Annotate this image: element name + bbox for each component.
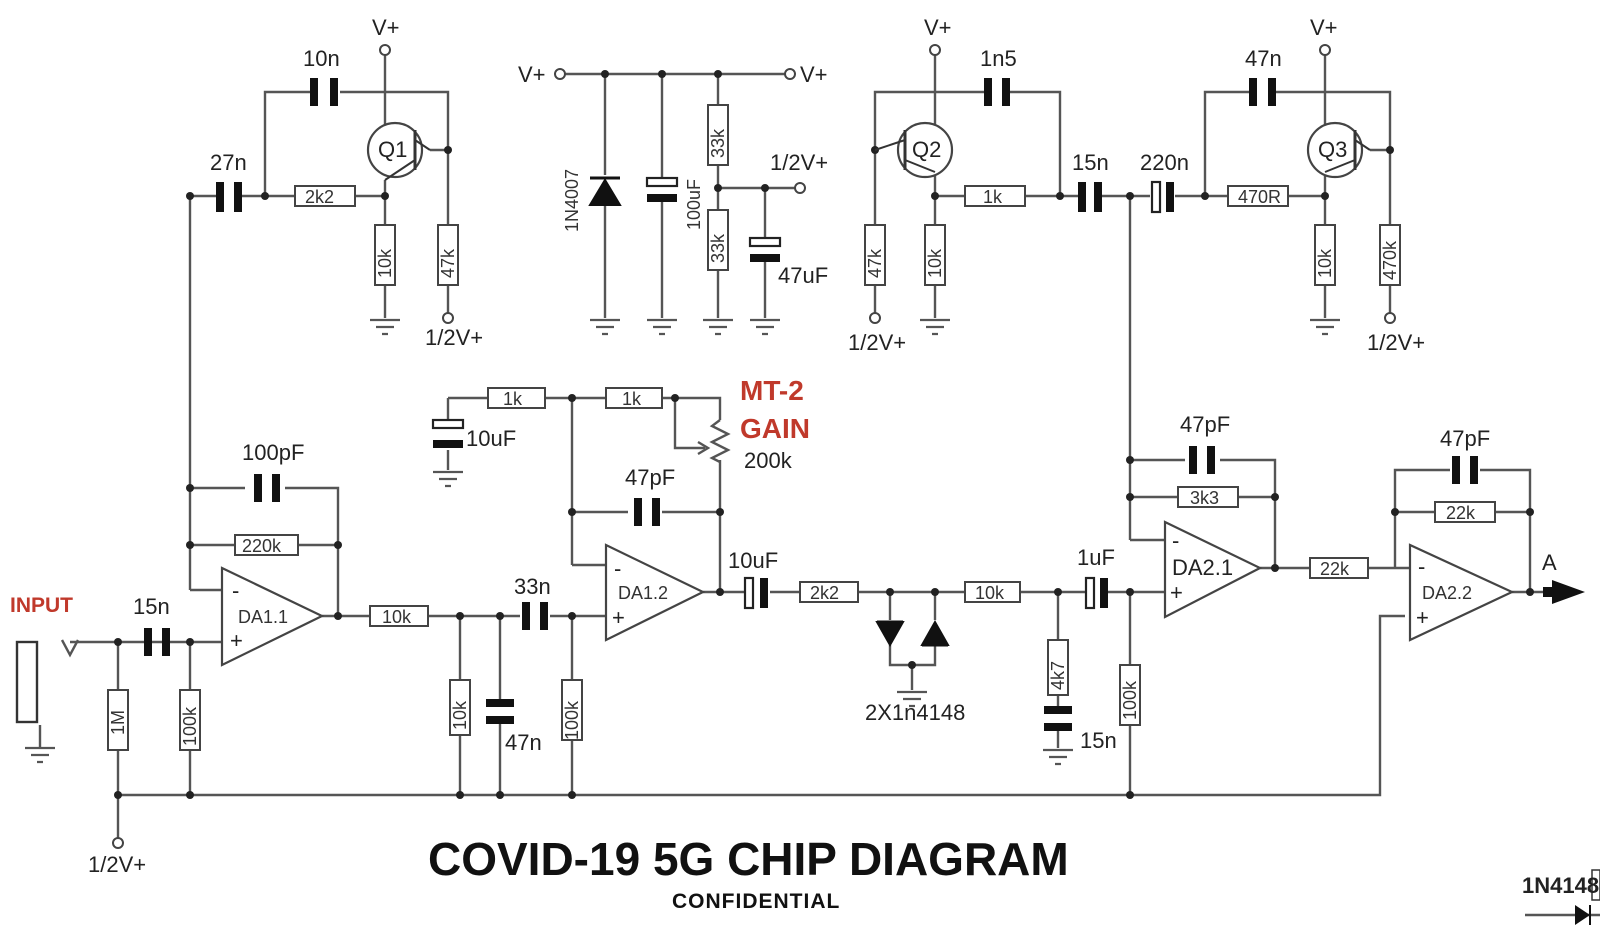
corner-label: 1N4148 bbox=[1522, 873, 1599, 898]
c-supply-label: 100uF bbox=[684, 179, 704, 230]
r-da22-in-label: 22k bbox=[1320, 559, 1350, 579]
r-tone-gnd-label: 4k7 bbox=[1048, 661, 1068, 690]
q3-label: Q3 bbox=[1318, 137, 1347, 162]
svg-text:-: - bbox=[614, 556, 621, 581]
diodes bbox=[588, 176, 950, 648]
c-gnd-a-label: 47n bbox=[505, 730, 542, 755]
r-da22-fb-label: 22k bbox=[1446, 503, 1476, 523]
svg-text:+: + bbox=[1170, 580, 1183, 605]
half-vplus-label-bottom: 1/2V+ bbox=[88, 852, 146, 877]
da12-label: DA1.2 bbox=[618, 583, 668, 603]
half-vplus-label-supply: 1/2V+ bbox=[770, 150, 828, 175]
gain-label-line1: MT-2 bbox=[740, 375, 804, 406]
resistors bbox=[107, 104, 1496, 751]
r-tone-label: 10k bbox=[975, 583, 1005, 603]
c-da21-fb-label: 47pF bbox=[1180, 412, 1230, 437]
r-da11-fb-label: 220k bbox=[242, 536, 282, 556]
r-da12-bias-label: 100k bbox=[562, 700, 582, 740]
svg-text:+: + bbox=[1416, 605, 1429, 630]
r-da11-out-label: 10k bbox=[382, 607, 412, 627]
opamps: - + - + - + - + bbox=[220, 520, 1515, 667]
r-gnd-a-label: 10k bbox=[450, 700, 470, 730]
diagram-subtitle: CONFIDENTIAL bbox=[672, 890, 840, 913]
diagram-title: COVID-19 5G CHIP DIAGRAM bbox=[428, 833, 1069, 885]
capacitors bbox=[144, 78, 1478, 731]
half-vplus-label-q2: 1/2V+ bbox=[848, 330, 906, 355]
svg-text:-: - bbox=[1172, 528, 1179, 553]
r-da21-fb-label: 3k3 bbox=[1190, 488, 1219, 508]
c-da12-in-label: 33n bbox=[514, 574, 551, 599]
da11-label: DA1.1 bbox=[238, 607, 288, 627]
c-q2-fb-label: 1n5 bbox=[980, 46, 1017, 71]
r-gain-a-label: 1k bbox=[503, 389, 523, 409]
gain-potentiometer bbox=[697, 419, 731, 464]
r-div-bot-label: 33k bbox=[708, 233, 728, 263]
wires bbox=[70, 50, 1555, 840]
svg-text:+: + bbox=[230, 628, 243, 653]
da22-label: DA2.2 bbox=[1422, 583, 1472, 603]
r-in-gnd-label: 1M bbox=[108, 710, 128, 735]
d-clip-label: 2X1n4148 bbox=[865, 700, 965, 725]
svg-text:-: - bbox=[1418, 554, 1425, 579]
c-div-label: 47uF bbox=[778, 263, 828, 288]
vplus-label-q3: V+ bbox=[1310, 15, 1338, 40]
svg-text:+: + bbox=[612, 605, 625, 630]
d-supply-label: 1N4007 bbox=[562, 169, 582, 232]
input-label: INPUT bbox=[10, 594, 73, 617]
r-q2-out-label: 1k bbox=[983, 187, 1003, 207]
r-q1-base-label: 2k2 bbox=[305, 187, 334, 207]
labels: INPUT MT-2 GAIN A V+ V+ V+ V+ V+ 1/2V+ 1… bbox=[10, 15, 1599, 913]
vplus-label-supply-right: V+ bbox=[800, 62, 828, 87]
q1-label: Q1 bbox=[378, 137, 407, 162]
corner-fragment bbox=[1525, 869, 1600, 925]
c-da21-in-label: 1uF bbox=[1077, 545, 1115, 570]
r-clip-label: 2k2 bbox=[810, 583, 839, 603]
supply-terminals bbox=[112, 44, 1396, 849]
c-da22-fb-label: 47pF bbox=[1440, 426, 1490, 451]
r-in-bias-label: 100k bbox=[180, 706, 200, 746]
c-tone-gnd-label: 15n bbox=[1080, 728, 1117, 753]
q2-label: Q2 bbox=[912, 137, 941, 162]
c-da12-fb-label: 47pF bbox=[625, 465, 675, 490]
c-q2-out-label: 15n bbox=[1072, 150, 1109, 175]
r-q3-base-label: 470R bbox=[1238, 187, 1281, 207]
c-q1-in-label: 27n bbox=[210, 150, 247, 175]
r-q1-c-label: 47k bbox=[438, 248, 458, 278]
c-q1-fb-label: 10n bbox=[303, 46, 340, 71]
svg-text:-: - bbox=[232, 578, 239, 603]
r-q1-e-label: 10k bbox=[375, 248, 395, 278]
input-jack bbox=[15, 639, 80, 748]
half-vplus-label-q3: 1/2V+ bbox=[1367, 330, 1425, 355]
c-gain-label: 10uF bbox=[466, 426, 516, 451]
r-div-top-label: 33k bbox=[708, 128, 728, 158]
c-in-label: 15n bbox=[133, 594, 170, 619]
r-q3-c-label: 470k bbox=[1380, 240, 1400, 280]
da21-label: DA2.1 bbox=[1172, 555, 1233, 580]
output-arrow bbox=[1543, 580, 1585, 604]
transistors bbox=[366, 121, 1371, 181]
vplus-label-supply-left: V+ bbox=[518, 62, 546, 87]
c-da11-fb-label: 100pF bbox=[242, 440, 304, 465]
r-da21-bias-label: 100k bbox=[1120, 680, 1140, 720]
gain-label-line2: GAIN bbox=[740, 413, 810, 444]
r-q2-b-label: 47k bbox=[865, 248, 885, 278]
pot-gain-label: 200k bbox=[744, 448, 793, 473]
output-label: A bbox=[1542, 550, 1557, 575]
r-gain-b-label: 1k bbox=[622, 389, 642, 409]
r-q3-e-label: 10k bbox=[1315, 248, 1335, 278]
vplus-label-q1: V+ bbox=[372, 15, 400, 40]
vplus-label-q2: V+ bbox=[924, 15, 952, 40]
ground-symbols bbox=[25, 318, 1340, 766]
junction-dots bbox=[114, 70, 1534, 799]
c-q3-fb-label: 47n bbox=[1245, 46, 1282, 71]
half-vplus-label-q1: 1/2V+ bbox=[425, 325, 483, 350]
c-da12-out-label: 10uF bbox=[728, 548, 778, 573]
r-q2-e-label: 10k bbox=[925, 248, 945, 278]
c-q3-in-label: 220n bbox=[1140, 150, 1189, 175]
